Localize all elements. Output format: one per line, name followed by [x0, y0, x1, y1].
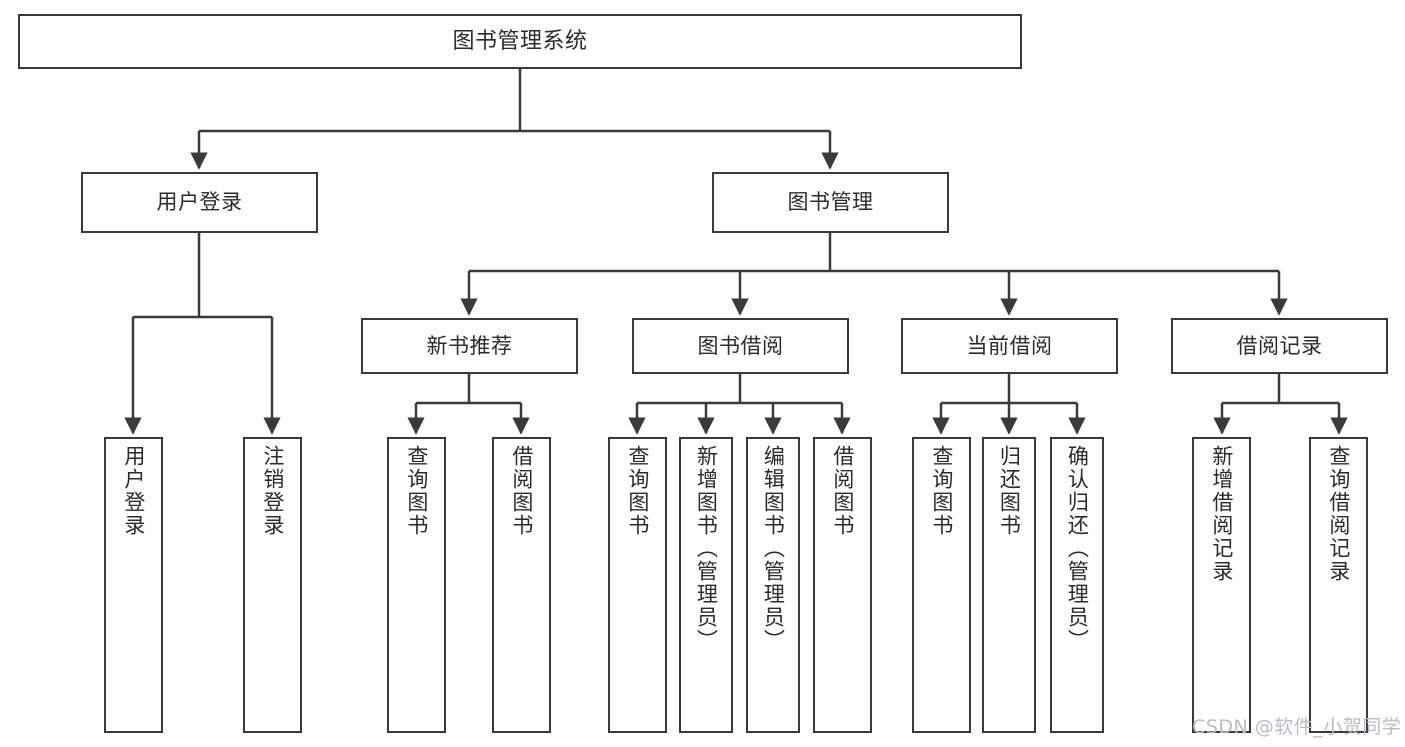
node-root-book-management-system[interactable]: 图书管理系统 — [18, 14, 1022, 69]
node-label: 用户登录 — [121, 445, 146, 537]
node-leaf-add-borrow-record[interactable]: 新增借阅记录 — [1192, 437, 1251, 733]
node-label: 借阅图书 — [830, 445, 855, 537]
node-label: 新增借阅记录 — [1209, 445, 1234, 583]
node-label: 图书借阅 — [697, 333, 784, 358]
node-label: 查询图书 — [625, 445, 650, 537]
node-label: 编辑图书（管理员） — [761, 445, 786, 652]
node-label: 借阅记录 — [1236, 333, 1323, 358]
node-leaf-add-book-admin[interactable]: 新增图书（管理员） — [679, 437, 733, 733]
node-label: 图书管理系统 — [452, 28, 588, 54]
node-leaf-edit-book-admin[interactable]: 编辑图书（管理员） — [746, 437, 800, 733]
node-leaf-query-books-recommendation[interactable]: 查询图书 — [387, 437, 446, 733]
node-current-borrowing[interactable]: 当前借阅 — [901, 318, 1118, 374]
node-borrowing-records[interactable]: 借阅记录 — [1171, 318, 1388, 374]
node-label: 借阅图书 — [509, 445, 534, 537]
node-leaf-borrow-books[interactable]: 借阅图书 — [813, 437, 872, 733]
node-leaf-borrow-books-recommendation[interactable]: 借阅图书 — [492, 437, 551, 733]
node-label: 图书管理 — [787, 190, 874, 215]
node-leaf-user-login[interactable]: 用户登录 — [104, 437, 163, 733]
node-leaf-query-borrow-record[interactable]: 查询借阅记录 — [1309, 437, 1368, 733]
node-label: 新增图书（管理员） — [694, 445, 719, 652]
node-label: 归还图书 — [997, 445, 1022, 537]
node-label: 查询借阅记录 — [1326, 445, 1351, 583]
node-leaf-query-books-borrowing[interactable]: 查询图书 — [608, 437, 667, 733]
node-label: 查询图书 — [404, 445, 429, 537]
node-leaf-query-books-current[interactable]: 查询图书 — [912, 437, 971, 733]
csdn-watermark: CSDN @软件_小贺同学 — [1192, 716, 1402, 738]
node-label: 新书推荐 — [426, 333, 513, 358]
node-label: 注销登录 — [260, 445, 285, 537]
node-label: 确认归还（管理员） — [1065, 445, 1090, 652]
node-book-borrowing[interactable]: 图书借阅 — [632, 318, 849, 374]
node-label: 当前借阅 — [966, 333, 1053, 358]
node-label: 用户登录 — [156, 190, 243, 215]
node-label: 查询图书 — [929, 445, 954, 537]
node-leaf-return-books[interactable]: 归还图书 — [982, 437, 1036, 733]
node-book-management[interactable]: 图书管理 — [712, 172, 949, 233]
node-leaf-logout[interactable]: 注销登录 — [243, 437, 302, 733]
node-leaf-confirm-return-admin[interactable]: 确认归还（管理员） — [1050, 437, 1104, 733]
node-new-book-recommendation[interactable]: 新书推荐 — [361, 318, 578, 374]
node-user-login[interactable]: 用户登录 — [81, 172, 318, 233]
